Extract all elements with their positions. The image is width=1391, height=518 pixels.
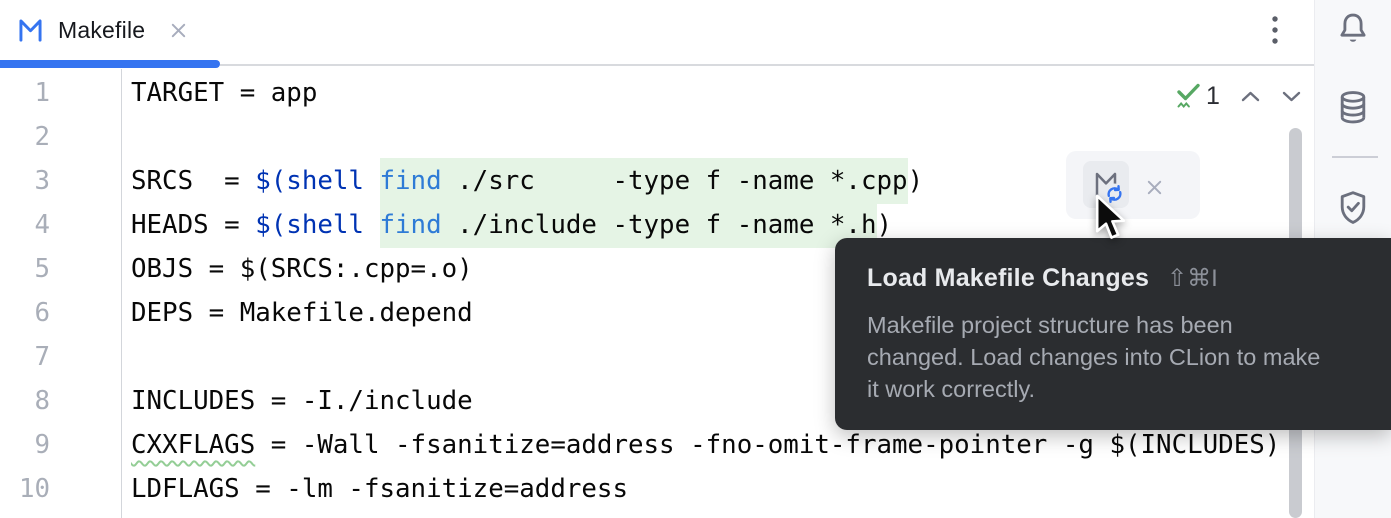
code-segment: [364, 210, 380, 240]
code-text: DEPS = Makefile.depend: [131, 298, 473, 328]
code-line[interactable]: 5 OBJS = $(SRCS:.cpp=.o): [0, 247, 1314, 291]
close-icon[interactable]: [1145, 178, 1164, 197]
notifications-bell-icon[interactable]: [1335, 10, 1371, 48]
code-line[interactable]: 4 HEADS = $(shell find ./include -type f …: [0, 202, 1314, 248]
progress-bar: [0, 60, 220, 68]
code-segment: INCLUDES = -I./include: [131, 386, 473, 416]
toolbar-divider: [1332, 156, 1378, 158]
tooltip-body-line: changed. Load changes into CLion to make: [867, 344, 1321, 370]
code-segment: HEADS =: [131, 210, 256, 240]
line-number: 1: [34, 78, 50, 108]
code-segment: DEPS = Makefile.depend: [131, 298, 473, 328]
code-text: LDFLAGS = -lm -fsanitize=address: [131, 474, 628, 504]
code-text: OBJS = $(SRCS:.cpp=.o): [131, 254, 473, 284]
tab-makefile[interactable]: Makefile: [17, 14, 188, 46]
tooltip-title: Load Makefile Changes: [867, 264, 1150, 292]
editor-tab-bar: Makefile: [0, 0, 1314, 60]
code-text: INCLUDES = -I./include: [131, 386, 473, 416]
line-number: 3: [34, 166, 50, 196]
shield-check-icon[interactable]: [1335, 188, 1371, 228]
code-line[interactable]: 3 SRCS = $(shell find ./src -type f -name…: [0, 158, 1314, 204]
line-number: 9: [34, 430, 50, 460]
code-segment: LDFLAGS = -lm -fsanitize=address: [131, 474, 628, 504]
code-segment: ): [907, 166, 924, 196]
code-text: SRCS = $(shell find ./src -type f -name …: [131, 158, 924, 204]
tooltip-body-line: it work correctly.: [867, 376, 1035, 402]
chevron-up-icon[interactable]: [1240, 90, 1261, 103]
tooltip-shortcut: ⇧⌘I: [1167, 265, 1218, 292]
inspections-widget[interactable]: 1: [1176, 80, 1302, 112]
code-line[interactable]: 7: [0, 335, 1314, 379]
code-segment: ./include -type f -name *.h: [441, 202, 877, 248]
gutter-separator: [121, 69, 122, 518]
code-text: TARGET = app: [131, 78, 317, 108]
line-number: 6: [34, 298, 50, 328]
line-number: 7: [34, 342, 50, 372]
load-makefile-changes-button[interactable]: [1083, 161, 1129, 208]
load-makefile-changes-tooltip: Load Makefile Changes ⇧⌘I Makefile proje…: [835, 238, 1391, 430]
code-segment: ): [876, 210, 893, 240]
line-number: 10: [18, 474, 50, 504]
line-number: 8: [34, 386, 50, 416]
progress-track: [220, 64, 1314, 66]
code-segment: [364, 166, 380, 196]
tab-title: Makefile: [58, 16, 146, 43]
code-segment: $(shell: [255, 210, 364, 240]
inspection-ok-typos-icon[interactable]: [1176, 82, 1201, 111]
code-lines: 1 TARGET = app 2 3 SRCS = $(shell find ./src…: [0, 71, 1314, 511]
code-segment: TARGET = app: [131, 78, 318, 108]
chevron-down-icon[interactable]: [1281, 90, 1302, 103]
line-number: 5: [34, 254, 50, 284]
code-text: CXXFLAGS = -Wall -fsanitize=address -fno…: [131, 430, 1280, 460]
code-line[interactable]: 1 TARGET = app: [0, 71, 1314, 115]
line-number: 4: [34, 210, 50, 240]
kebab-menu-icon[interactable]: [1264, 12, 1286, 48]
code-segment: ./src -type f -name *.cpp: [441, 158, 908, 204]
code-segment: = -Wall -fsanitize=address -fno-omit-fra…: [255, 430, 1281, 460]
code-segment: SRCS =: [131, 166, 256, 196]
code-segment: $(shell: [255, 166, 364, 196]
code-line[interactable]: 10 LDFLAGS = -lm -fsanitize=address: [0, 467, 1314, 511]
makefile-m-icon: [19, 18, 42, 42]
code-line[interactable]: 2: [0, 115, 1314, 159]
code-segment: OBJS = $(SRCS:.cpp=.o): [131, 254, 473, 284]
inspection-count: 1: [1206, 81, 1220, 110]
code-segment: CXXFLAGS: [131, 430, 256, 460]
database-icon[interactable]: [1335, 88, 1371, 128]
code-segment: find: [379, 202, 442, 248]
mouse-cursor: [1095, 194, 1126, 239]
code-segment: find: [379, 158, 442, 204]
line-number: 2: [34, 122, 50, 152]
code-text: HEADS = $(shell find ./include -type f -…: [131, 202, 893, 248]
close-icon[interactable]: [169, 21, 188, 40]
tooltip-body: Makefile project structure has been chang…: [867, 309, 1361, 405]
code-line[interactable]: 8 INCLUDES = -I./include: [0, 379, 1314, 423]
reload-widget-panel: [1066, 151, 1200, 219]
code-line[interactable]: 6 DEPS = Makefile.depend: [0, 291, 1314, 335]
makefile-reload-icon: [1095, 172, 1125, 205]
code-line[interactable]: 9 CXXFLAGS = -Wall -fsanitize=address -fn…: [0, 423, 1314, 467]
tooltip-body-line: Makefile project structure has been: [867, 312, 1233, 338]
